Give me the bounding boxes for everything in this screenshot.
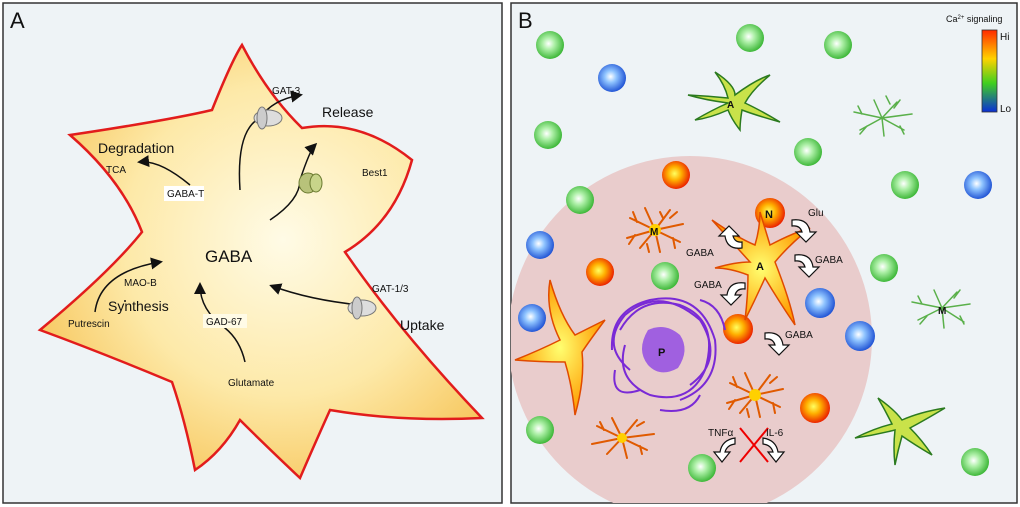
microglia-label-reactive: M <box>650 227 658 238</box>
neuron-spheres <box>518 24 992 482</box>
gad67-label: GAD-67 <box>206 317 243 328</box>
resting-astrocyte-top <box>687 71 781 133</box>
best1-channel-icon <box>298 172 323 194</box>
best1-label: Best1 <box>362 168 388 179</box>
panel-a-label: A <box>10 8 25 33</box>
legend-hi: Hi <box>1000 32 1009 43</box>
plaque-label: P <box>658 347 665 359</box>
resting-astrocyte-bottom <box>854 397 946 466</box>
panel-b-label: B <box>518 8 533 33</box>
gaba-t-label: GABA-T <box>167 189 204 200</box>
mao-b-label: MAO-B <box>124 278 157 289</box>
legend-title: Ca2+ signaling <box>946 14 1002 24</box>
astrocyte-label-top: A <box>727 100 734 111</box>
gat3-label: GAT-3 <box>272 86 301 97</box>
neuron-label: N <box>765 209 773 221</box>
gaba-t-box <box>164 186 204 201</box>
gat13-label: GAT-1/3 <box>372 284 409 295</box>
signal-arrows <box>712 219 821 463</box>
degradation-label: Degradation <box>98 140 174 156</box>
microglia-cells <box>591 95 971 459</box>
microglia-label-resting: M <box>938 306 946 317</box>
astrocyte-cell-body <box>37 42 485 481</box>
calcium-colorbar <box>981 29 998 113</box>
gaba-label-3: GABA <box>694 280 722 291</box>
blocked-cytokine-cross-icon <box>739 427 769 463</box>
il6-label: IL-6 <box>766 428 784 439</box>
astrocyte-label-center: A <box>756 261 764 273</box>
gaba-label-4: GABA <box>785 330 813 341</box>
amyloid-plaque <box>610 297 726 412</box>
release-label: Release <box>322 104 374 120</box>
glutamate-label: Glutamate <box>228 378 275 389</box>
calcium-legend: Ca2+ signaling Hi Lo <box>946 14 1012 115</box>
tca-label: TCA <box>106 165 126 176</box>
reactive-astrocyte-center <box>711 211 811 326</box>
gaba-label-1: GABA <box>686 248 714 259</box>
reactive-astrocyte-left <box>514 279 606 416</box>
legend-lo: Lo <box>1000 104 1012 115</box>
synthesis-label: Synthesis <box>108 298 169 314</box>
gat13-transporter-icon <box>347 296 377 320</box>
tnf-alpha-label: TNFα <box>708 428 733 439</box>
gaba-label: GABA <box>205 247 253 266</box>
gad67-box <box>203 314 247 328</box>
putrescin-label: Putrescin <box>68 319 110 330</box>
gaba-label-2: GABA <box>815 255 843 266</box>
glu-label: Glu <box>808 208 824 219</box>
gat3-transporter-icon <box>253 106 283 130</box>
uptake-label: Uptake <box>400 317 445 333</box>
